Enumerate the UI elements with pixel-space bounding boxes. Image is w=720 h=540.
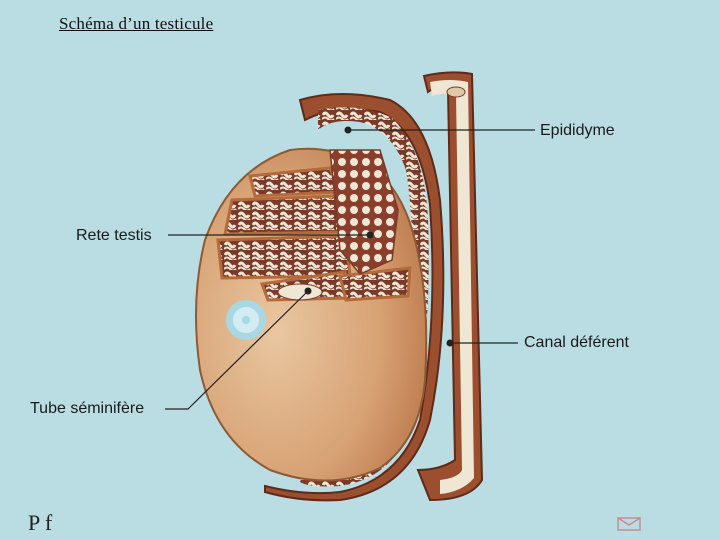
- label-tube-seminifere: Tube séminifère: [30, 400, 144, 418]
- label-epididyme: Epididyme: [540, 122, 615, 140]
- label-rete-testis: Rete testis: [76, 227, 152, 245]
- footer-text: P f: [28, 510, 52, 536]
- label-canal-deferent: Canal déférent: [524, 334, 629, 352]
- tubule-cross-section: [226, 300, 266, 340]
- leader-dot-tube: [305, 288, 312, 295]
- envelope-icon[interactable]: [617, 517, 641, 536]
- leader-dot-epididyme: [345, 127, 352, 134]
- leader-dot-canal: [447, 340, 454, 347]
- leader-dot-rete: [367, 232, 374, 239]
